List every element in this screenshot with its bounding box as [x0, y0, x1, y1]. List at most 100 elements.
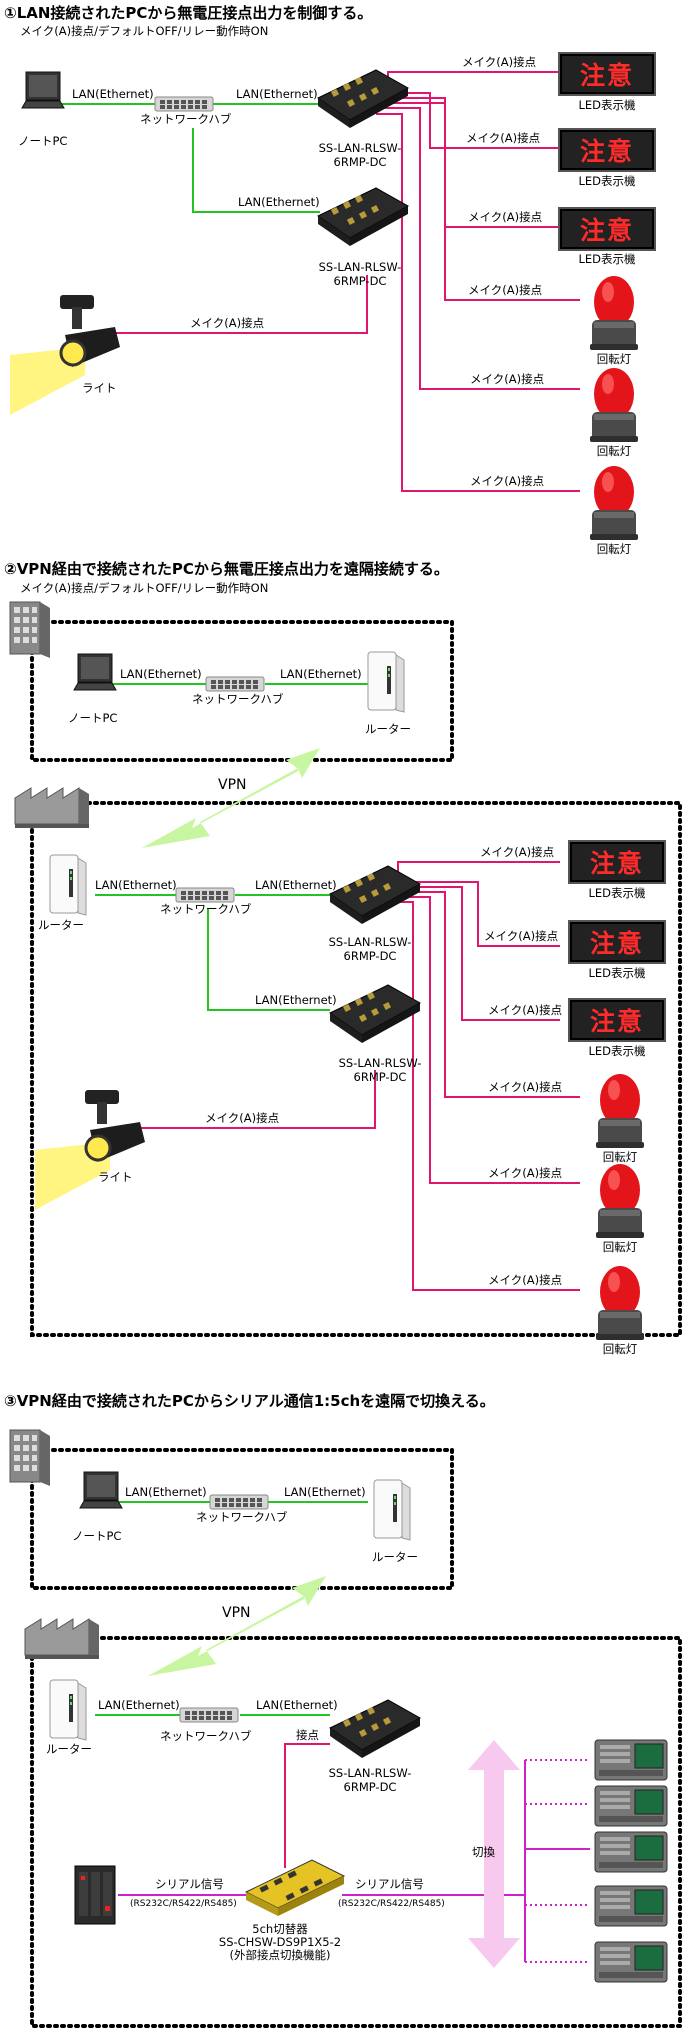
section2-beacon-3 — [596, 1266, 644, 1340]
section2-site-hub — [175, 887, 235, 903]
s3-laptop-label: ノートPC — [72, 1529, 122, 1543]
s2-laptop-label: ノートPC — [68, 711, 118, 725]
s3-relay-name-2: 6RMP-DC — [343, 1780, 397, 1794]
s2-lan-label-1: LAN(Ethernet) — [120, 667, 202, 681]
s1-lan-label-3: LAN(Ethernet) — [238, 195, 320, 209]
s2-contact-3: メイク(A)接点 — [488, 1003, 563, 1017]
section2-laptop — [73, 653, 117, 691]
section2-office-zone — [30, 620, 454, 762]
section2-beacon-1 — [596, 1074, 644, 1148]
s1-led-display-1: 注意 — [558, 52, 656, 96]
section1-beacon-2 — [590, 368, 638, 442]
s3-site-router-label: ルーター — [46, 1742, 92, 1756]
s1-led-label-1: LED表示機 — [578, 98, 636, 112]
s2-led-display-2: 注意 — [568, 920, 666, 964]
s2-site-router-label: ルーター — [38, 918, 84, 932]
s2-beacon-label-3: 回転灯 — [602, 1342, 638, 1356]
s2-contact-light: メイク(A)接点 — [205, 1111, 280, 1125]
section1-title: ①LAN接続されたPCから無電圧接点出力を制御する。 — [4, 4, 373, 22]
s2-lan-label-2: LAN(Ethernet) — [280, 667, 362, 681]
section3-terminal-4 — [594, 1885, 668, 1927]
s1-lan-label-2: LAN(Ethernet) — [236, 87, 318, 101]
s2-led-display-3: 注意 — [568, 998, 666, 1042]
s3-relay-name-1: SS-LAN-RLSW- — [328, 1766, 412, 1780]
s2-lan-label-3: LAN(Ethernet) — [95, 878, 177, 892]
section2-light — [33, 1088, 147, 1212]
section2-diagram — [9, 601, 682, 1340]
s2-relay2-name-1: SS-LAN-RLSW- — [338, 1056, 422, 1070]
section3-title: ③VPN経由で接続されたPCからシリアル通信1:5chを遠隔で切換える。 — [4, 1392, 495, 1410]
section3-switch-arrow — [468, 1740, 520, 1968]
s2-contact-2: メイク(A)接点 — [484, 929, 559, 943]
s2-relay2-name-2: 6RMP-DC — [353, 1070, 407, 1084]
s2-led-display-1: 注意 — [568, 840, 666, 884]
section3-vpn-arrow — [148, 1576, 326, 1676]
s2-vpn-label: VPN — [218, 777, 247, 793]
section2-vpn-arrow — [142, 748, 320, 848]
s1-contact-3: メイク(A)接点 — [468, 210, 543, 224]
section3-plc — [74, 1865, 116, 1925]
section1-light — [8, 293, 122, 417]
s1-beacon-label-2: 回転灯 — [596, 444, 632, 458]
s3-lan-label-2: LAN(Ethernet) — [284, 1485, 366, 1499]
s1-contact-1: メイク(A)接点 — [462, 55, 537, 69]
s1-relay2-name-1: SS-LAN-RLSW- — [318, 260, 402, 274]
s1-led-label-3: LED表示機 — [578, 252, 636, 266]
s3-serial-label-left: シリアル信号 — [155, 1877, 224, 1891]
section3-serial-dotted — [525, 1759, 590, 1963]
section3-site-hub — [179, 1707, 239, 1723]
section3-site-router — [49, 1679, 87, 1741]
s2-office-hub-label: ネットワークハブ — [192, 692, 284, 706]
section1-laptop — [21, 71, 65, 109]
s1-relay2-name-2: 6RMP-DC — [333, 274, 387, 288]
s2-contact-4: メイク(A)接点 — [488, 1080, 563, 1094]
section3-office-zone — [30, 1448, 454, 1590]
s2-led-label-2: LED表示機 — [588, 966, 646, 980]
s1-contact-5: メイク(A)接点 — [470, 372, 545, 386]
s3-office-hub-label: ネットワークハブ — [196, 1510, 288, 1524]
section2-office-router — [367, 651, 405, 713]
s3-serial-label-right: シリアル信号 — [355, 1877, 424, 1891]
s1-led-display-3: 注意 — [558, 207, 656, 251]
s3-lan-label-3: LAN(Ethernet) — [98, 1698, 180, 1712]
section3-contact-line — [284, 1743, 330, 1868]
section3-site-zone — [30, 1636, 682, 2028]
s3-switcher-name-2: SS-CHSW-DS9P1X5-2 — [218, 1935, 342, 1949]
s3-serial-spec-right: (RS232C/RS422/RS485) — [338, 1899, 445, 1909]
section2-lan-lines — [95, 683, 370, 1011]
s3-vpn-label: VPN — [222, 1605, 251, 1621]
s3-switch-label: 切換 — [472, 1845, 495, 1859]
section3-terminal-2 — [594, 1785, 668, 1827]
s1-contact-light: メイク(A)接点 — [190, 316, 265, 330]
s2-office-router-label: ルーター — [365, 722, 411, 736]
section1-subtitle: メイク(A)接点/デフォルトOFF/リレー動作時ON — [20, 24, 269, 38]
s3-office-router-label: ルーター — [372, 1550, 418, 1564]
s1-contact-6: メイク(A)接点 — [470, 474, 545, 488]
s1-contact-4: メイク(A)接点 — [468, 283, 543, 297]
section3-office-building — [9, 1429, 51, 1487]
section3-diagram — [9, 1429, 682, 2028]
section1-relay-2 — [317, 187, 409, 247]
section1-diagram — [8, 69, 638, 540]
s3-switcher-name-3: (外部接点切換機能) — [229, 1948, 331, 1962]
section1-lan-lines — [62, 103, 320, 213]
s3-serial-spec-left: (RS232C/RS422/RS485) — [130, 1899, 237, 1909]
s2-light-label: ライト — [98, 1170, 133, 1184]
section3-factory — [24, 1618, 100, 1660]
s1-beacon-label-1: 回転灯 — [596, 352, 632, 366]
section2-site-router — [49, 854, 87, 916]
s2-relay1-name-1: SS-LAN-RLSW- — [328, 935, 412, 949]
s2-contact-1: メイク(A)接点 — [480, 845, 555, 859]
s3-lan-label-4: LAN(Ethernet) — [256, 1698, 338, 1712]
section2-relay-1 — [329, 865, 421, 925]
section3-relay — [329, 1699, 421, 1759]
section2-factory — [14, 787, 90, 829]
section3-lan-lines — [95, 1501, 368, 1716]
section2-subtitle: メイク(A)接点/デフォルトOFF/リレー動作時ON — [20, 581, 269, 595]
section2-beacon-2 — [596, 1164, 644, 1238]
s1-led-display-2: 注意 — [558, 128, 656, 172]
section2-title: ②VPN経由で接続されたPCから無電圧接点出力を遠隔接続する。 — [4, 560, 449, 578]
s2-contact-6: メイク(A)接点 — [488, 1273, 563, 1287]
section2-relay-2 — [329, 984, 421, 1044]
